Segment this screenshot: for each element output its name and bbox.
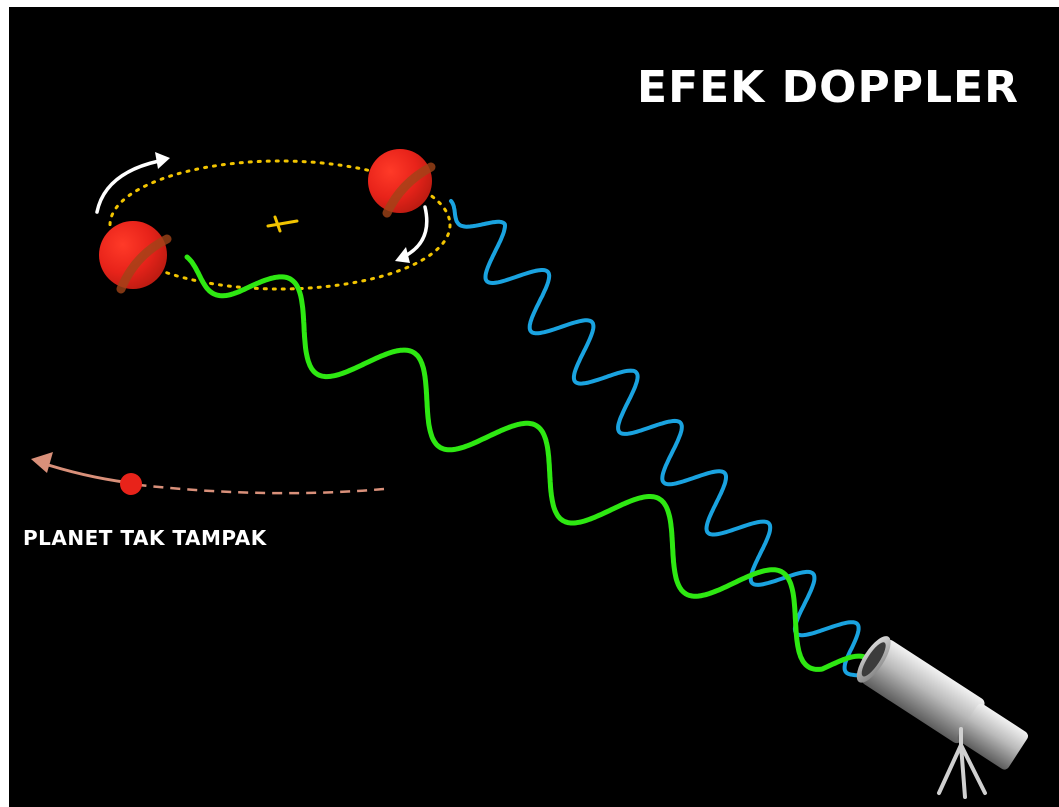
redshift-wave — [184, 254, 878, 672]
orbit-arrow-left-icon — [95, 152, 170, 214]
orbit-arrow-right-icon — [395, 205, 429, 263]
planet-label: PLANET TAK TAMPAK — [23, 526, 267, 550]
barycenter-icon — [266, 215, 299, 233]
doppler-scene — [31, 149, 1029, 799]
diagram-canvas: EFEK DOPPLER PLANET TAK TAMPAK — [9, 7, 1059, 807]
planet-trail — [31, 452, 385, 495]
star-right-icon — [368, 149, 436, 218]
star-left-icon — [99, 221, 172, 294]
telescope-icon — [856, 636, 1029, 799]
diagram-title: EFEK DOPPLER — [637, 62, 1019, 113]
planet-icon — [120, 473, 142, 495]
blueshift-wave — [449, 199, 873, 681]
orbit-path — [108, 159, 452, 291]
